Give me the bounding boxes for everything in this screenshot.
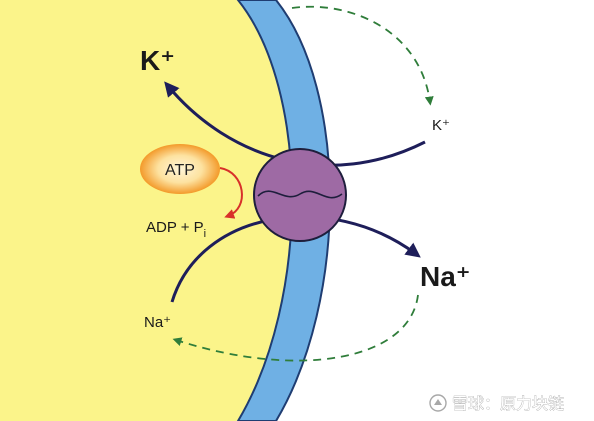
- adp-pi-main: ADP + P: [146, 219, 204, 236]
- watermark-logo-icon: [429, 394, 447, 412]
- watermark-text: 雪球：原力块链: [452, 394, 564, 413]
- potassium-recycle-arrow: [291, 5, 434, 106]
- potassium-outside-label: K⁺: [432, 117, 450, 134]
- atp-molecule: [140, 144, 220, 194]
- cytoplasm-region: [0, 0, 292, 421]
- potassium-inside-label: K⁺: [140, 45, 175, 76]
- sodium-inside-label: Na⁺: [144, 314, 171, 331]
- atp-label: ATP: [165, 162, 195, 179]
- sodium-recycle-arrow: [172, 294, 419, 362]
- pump-channel-line: [257, 190, 343, 199]
- cell-membrane: [236, 0, 331, 421]
- adp-pi-label: ADP + Pi: [146, 219, 206, 240]
- sodium-outside-label: Na⁺: [420, 261, 471, 292]
- atp-hydrolysis-arrow: [219, 167, 243, 219]
- adp-pi-subscript: i: [204, 228, 206, 240]
- sodium-potassium-pump: [253, 148, 347, 242]
- watermark: 雪球：原力块链: [429, 394, 564, 413]
